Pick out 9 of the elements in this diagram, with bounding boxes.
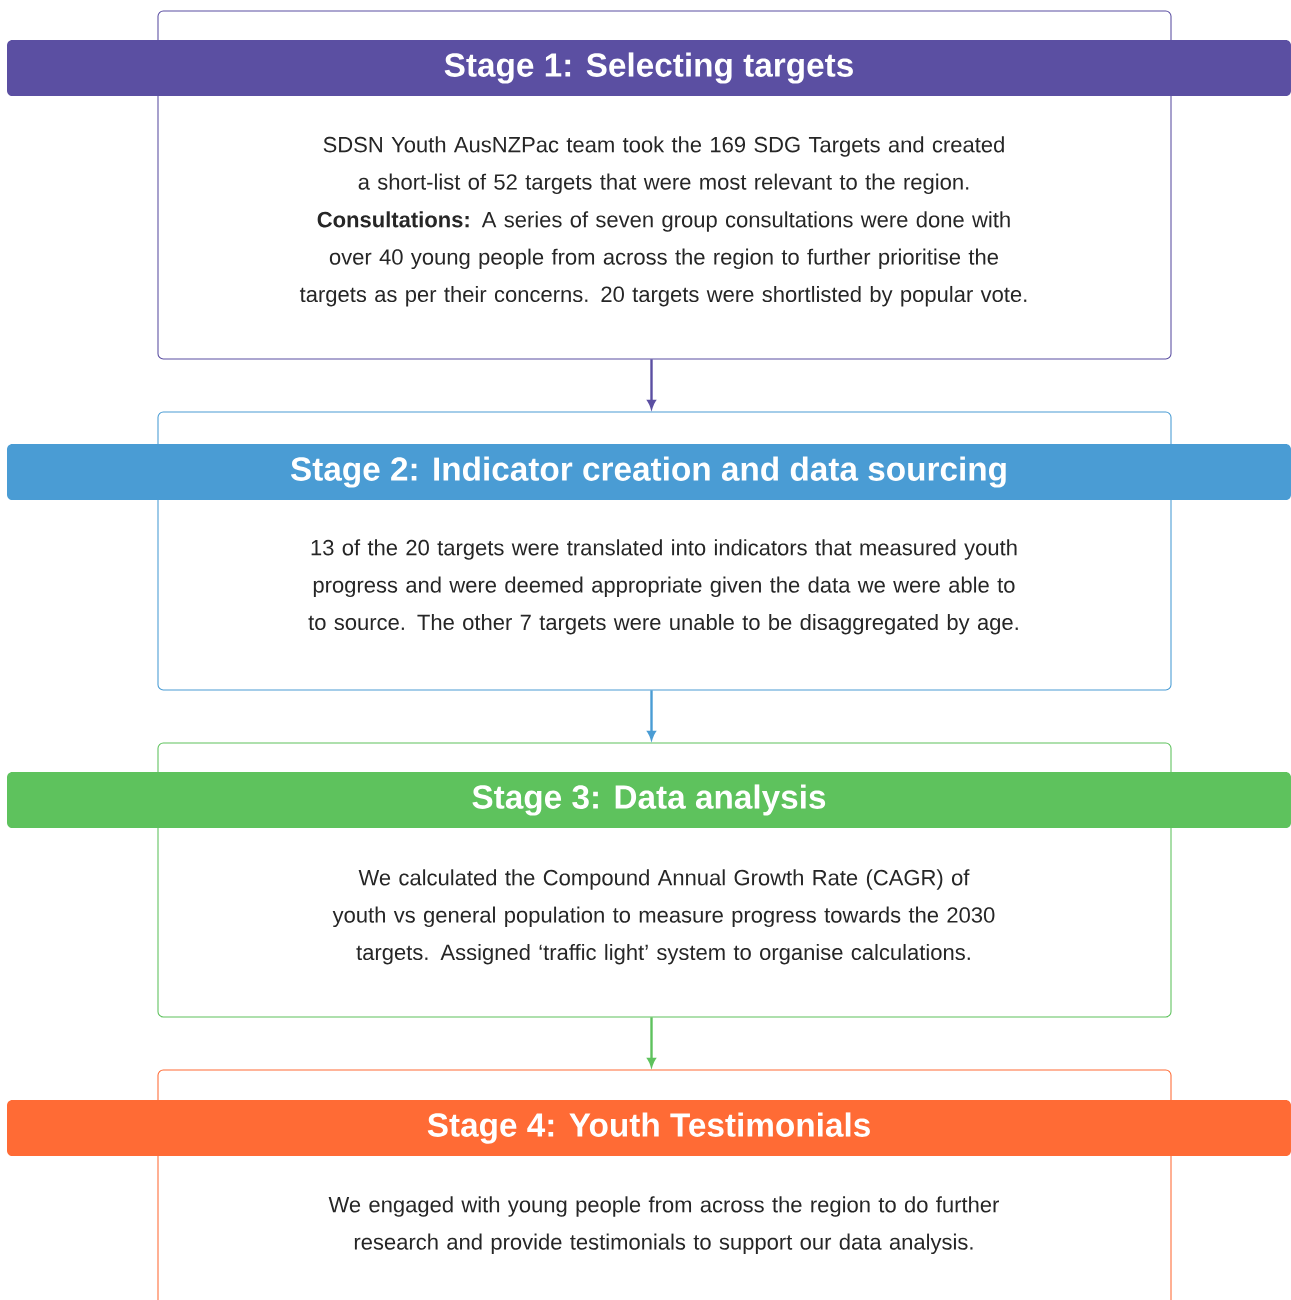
body-text: We calculated the Compound Annual Growth Rate (CAGR) of youth vs general population to measure progress towards the 2030 targets. Assigned ‘traffic light’ system to organise calculations. [332,869,995,965]
header-band: Stage 4: Youth Testimonials [7,1100,1291,1156]
body-text: SDSN Youth AusNZPac team took the 169 SDG Targets and created a short-list of 52 targets that were most relevant to the region. [323,136,1004,195]
header-band: Stage 3: Data analysis [7,772,1291,828]
body-text: Consultations: A series of seven group consultations were done with over 40 young people from across the region to further prioritise the targets as per their concerns. 20 targets were shortlisted by popular vote. [299,211,1027,307]
body-text: We engaged with young people from across the region to do further research and provide testimonials to support our data analysis. [328,1196,999,1255]
body-text: 13 of the 20 targets were translated into indicators that measured youth progress and were deemed appropriate given the data we were able to to source. The other 7 targets were unable to be disaggregated by age. [308,539,1018,635]
header-band: Stage 1: Selecting targets [7,40,1291,96]
header-band: Stage 2: Indicator creation and data sourcing [7,444,1291,500]
